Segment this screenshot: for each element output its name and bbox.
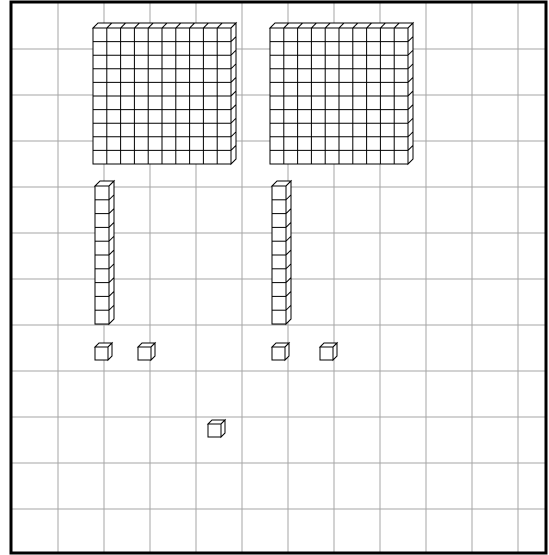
unit-cube (138, 343, 155, 360)
ten-rod (95, 181, 114, 324)
unit-cube (272, 343, 289, 360)
unit-cube (95, 343, 112, 360)
hundred-flat (270, 23, 413, 164)
ten-rod (272, 181, 291, 324)
unit-cube (320, 343, 337, 360)
hundred-flat (93, 23, 236, 164)
group-left (93, 23, 236, 360)
unit-cube-extra (208, 420, 225, 437)
group-right (270, 23, 413, 360)
